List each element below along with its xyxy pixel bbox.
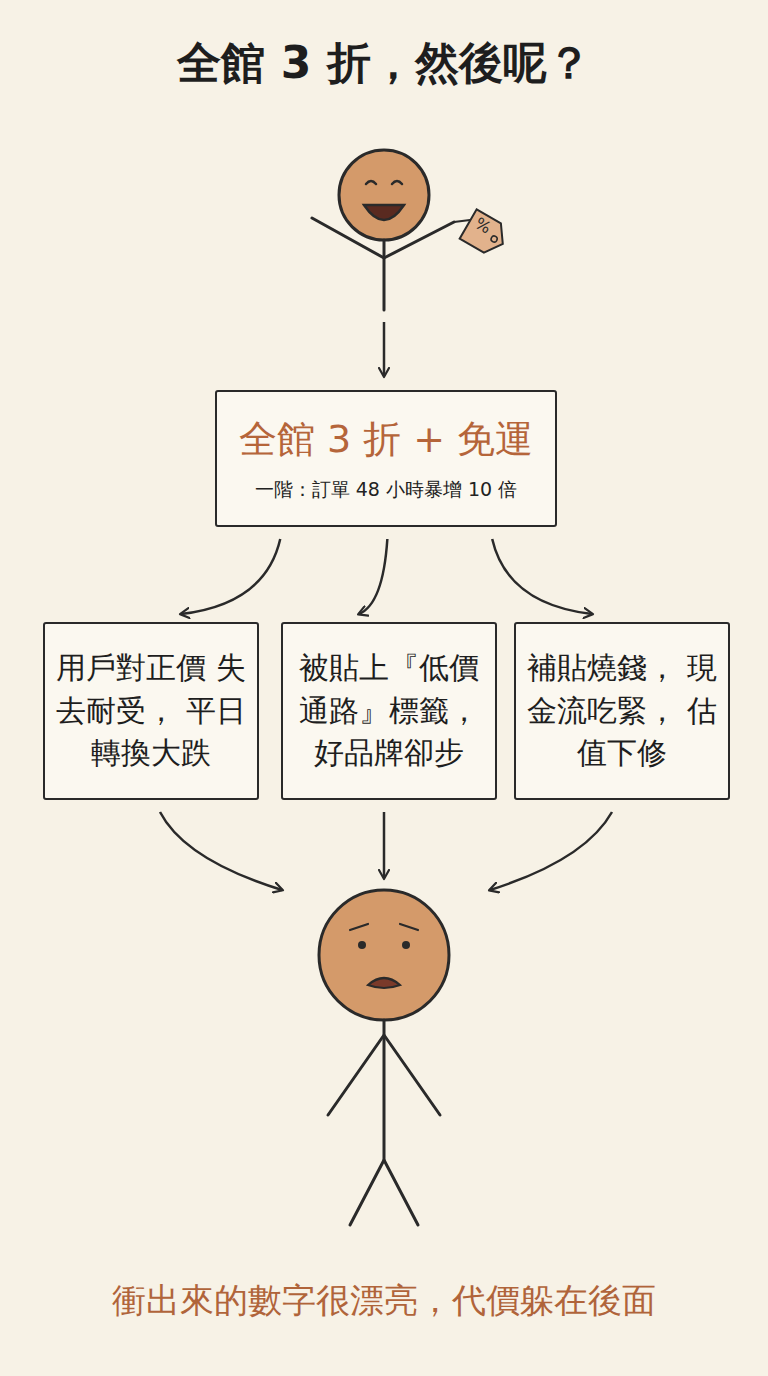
sad-figure	[319, 890, 449, 1225]
price-tag	[460, 209, 512, 258]
flow-arrow	[160, 812, 282, 890]
happy-figure	[312, 150, 470, 310]
box-heading: 全館 3 折 + 免運	[239, 414, 533, 465]
box-text: 用戶對正價 失去耐受， 平日轉換大跌	[55, 647, 247, 775]
box-text: 被貼上『低價 通路』標籤， 好品牌卻步	[293, 647, 485, 775]
flow-arrow	[492, 539, 592, 614]
caption: 衝出來的數字很漂亮，代價躲在後面	[10, 1278, 758, 1324]
main-box: 全館 3 折 + 免運一階：訂單 48 小時暴增 10 倍	[215, 390, 557, 527]
effect-box: 用戶對正價 失去耐受， 平日轉換大跌	[43, 622, 259, 800]
flow-arrow	[490, 812, 612, 890]
box-note: 一階：訂單 48 小時暴增 10 倍	[255, 477, 518, 503]
flow-arrow	[383, 812, 386, 878]
flow-arrow	[383, 322, 386, 376]
box-text: 補貼燒錢， 現金流吃緊， 估值下修	[526, 647, 718, 775]
effect-box: 被貼上『低價 通路』標籤， 好品牌卻步	[281, 622, 497, 800]
flow-arrow	[181, 539, 280, 614]
effect-box: 補貼燒錢， 現金流吃緊， 估值下修	[514, 622, 730, 800]
title: 全館 3 折，然後呢？	[0, 34, 768, 93]
flow-arrow	[359, 539, 387, 614]
